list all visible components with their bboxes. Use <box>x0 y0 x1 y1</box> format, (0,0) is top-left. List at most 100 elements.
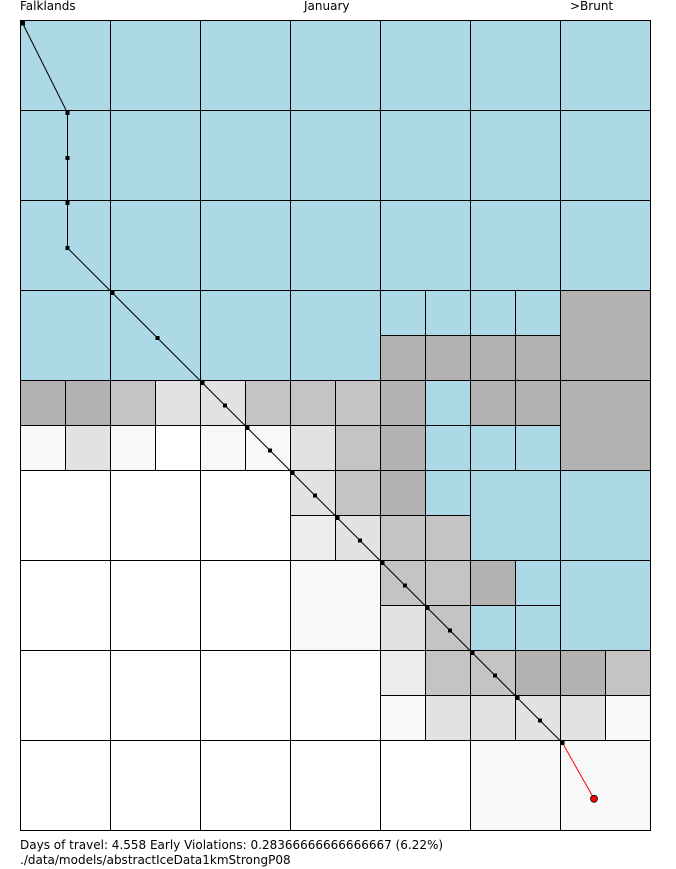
grid-subcell-water <box>515 425 561 471</box>
grid-cell-water <box>470 110 561 201</box>
waypoint-marker <box>65 111 70 115</box>
grid-subcell-ice-heavy <box>470 560 516 606</box>
grid-cell-water <box>290 200 381 291</box>
grid-cell-water <box>560 20 651 111</box>
grid-cell-open <box>200 470 291 561</box>
grid-subcell-ice-heavy <box>65 380 111 426</box>
grid-subcell-ice-heavy <box>380 425 426 471</box>
grid-subcell-ice-heavy <box>560 650 606 696</box>
waypoint-marker <box>290 471 295 475</box>
waypoint-marker <box>268 448 272 453</box>
route-line <box>22 22 563 744</box>
grid-subcell-water <box>425 380 471 426</box>
travel-stats: Days of travel: 4.558 Early Violations: … <box>20 838 444 852</box>
grid-subcell-ice-heavy <box>515 335 561 381</box>
grid-cell-water <box>290 290 381 381</box>
grid-subcell-ice-medium <box>425 650 471 696</box>
grid-subcell-ice-light <box>290 425 336 471</box>
grid-cell-water <box>200 110 291 201</box>
grid-subcell-ice-medium <box>290 380 336 426</box>
grid-cell-water <box>200 290 291 381</box>
grid-subcell-water <box>425 290 471 336</box>
grid-cell-water <box>470 20 561 111</box>
grid-cell-water <box>200 20 291 111</box>
grid-cell-water <box>560 560 651 651</box>
grid-cell-water <box>290 110 381 201</box>
grid-cell-water <box>110 110 201 201</box>
grid-subcell-water <box>515 605 561 651</box>
route-final-leg <box>562 742 595 800</box>
grid-cell-water <box>20 290 111 381</box>
grid-cell-ice-heavy <box>560 290 651 381</box>
grid-subcell-ice-heavy <box>515 380 561 426</box>
grid-subcell-water <box>425 425 471 471</box>
grid-subcell-ice-trace <box>110 425 156 471</box>
grid-cell-open <box>200 560 291 651</box>
grid-subcell-ice-light <box>65 425 111 471</box>
waypoint-marker <box>155 336 160 340</box>
waypoint-marker <box>200 381 205 385</box>
grid-subcell-water <box>425 470 471 516</box>
waypoint-marker <box>515 696 520 700</box>
waypoint-marker <box>380 561 385 565</box>
grid-subcell-ice-trace <box>200 425 246 471</box>
waypoint-marker <box>245 426 250 430</box>
grid-subcell-ice-light <box>380 605 426 651</box>
grid-subcell-ice-medium <box>335 425 381 471</box>
waypoint-marker <box>110 291 115 295</box>
grid-cell-open <box>290 650 381 741</box>
grid-cell-open <box>200 650 291 741</box>
grid-cell-open <box>20 740 111 831</box>
start-waypoint-marker <box>20 20 25 26</box>
waypoint-marker <box>560 741 565 745</box>
grid-subcell-open <box>155 425 201 471</box>
grid-cell-water <box>560 200 651 291</box>
grid-subcell-ice-trace <box>20 425 66 471</box>
grid-subcell-ice-medium <box>245 380 291 426</box>
waypoint-marker <box>403 583 407 588</box>
grid-cell-water <box>380 200 471 291</box>
grid-subcell-ice-light <box>560 695 606 741</box>
grid-subcell-water <box>515 290 561 336</box>
grid-cell-open <box>20 650 111 741</box>
model-path: ./data/models/abstractIceData1kmStrongP0… <box>20 853 291 867</box>
waypoint-marker <box>358 538 362 543</box>
grid-cell-water <box>290 20 381 111</box>
waypoint-marker <box>538 718 542 723</box>
grid-subcell-ice-medium <box>380 515 426 561</box>
grid-cell-water <box>380 110 471 201</box>
waypoint-marker <box>448 628 452 633</box>
waypoint-marker <box>313 493 317 498</box>
grid-cell-ice-trace <box>290 560 381 651</box>
grid-subcell-ice-heavy <box>20 380 66 426</box>
grid-cell-ice-heavy <box>560 380 651 471</box>
grid-subcell-ice-faint <box>290 515 336 561</box>
grid-subcell-ice-heavy <box>515 650 561 696</box>
waypoint-marker <box>65 156 70 160</box>
grid-subcell-ice-medium <box>425 560 471 606</box>
grid-subcell-water <box>515 560 561 606</box>
waypoint-marker <box>223 403 227 408</box>
grid-subcell-ice-light <box>425 695 471 741</box>
grid-cell-water <box>470 200 561 291</box>
grid-subcell-ice-heavy <box>380 470 426 516</box>
grid-cell-open <box>20 560 111 651</box>
grid-cell-water <box>560 110 651 201</box>
grid-subcell-ice-light <box>155 380 201 426</box>
grid-cell-open <box>290 740 381 831</box>
grid-cell-open <box>380 740 471 831</box>
grid-cell-water <box>470 470 561 561</box>
grid-subcell-ice-heavy <box>470 335 516 381</box>
route-path <box>20 20 598 803</box>
grid-subcell-water <box>470 290 516 336</box>
grid-cell-open <box>110 740 201 831</box>
waypoint-marker <box>65 201 70 205</box>
grid-subcell-ice-medium <box>425 515 471 561</box>
start-location-label: Falklands <box>20 0 76 13</box>
grid-cell-open <box>110 560 201 651</box>
grid-subcell-ice-light <box>470 695 516 741</box>
grid-subcell-ice-heavy <box>425 335 471 381</box>
waypoint-marker <box>470 651 475 655</box>
grid-cell-open <box>110 650 201 741</box>
